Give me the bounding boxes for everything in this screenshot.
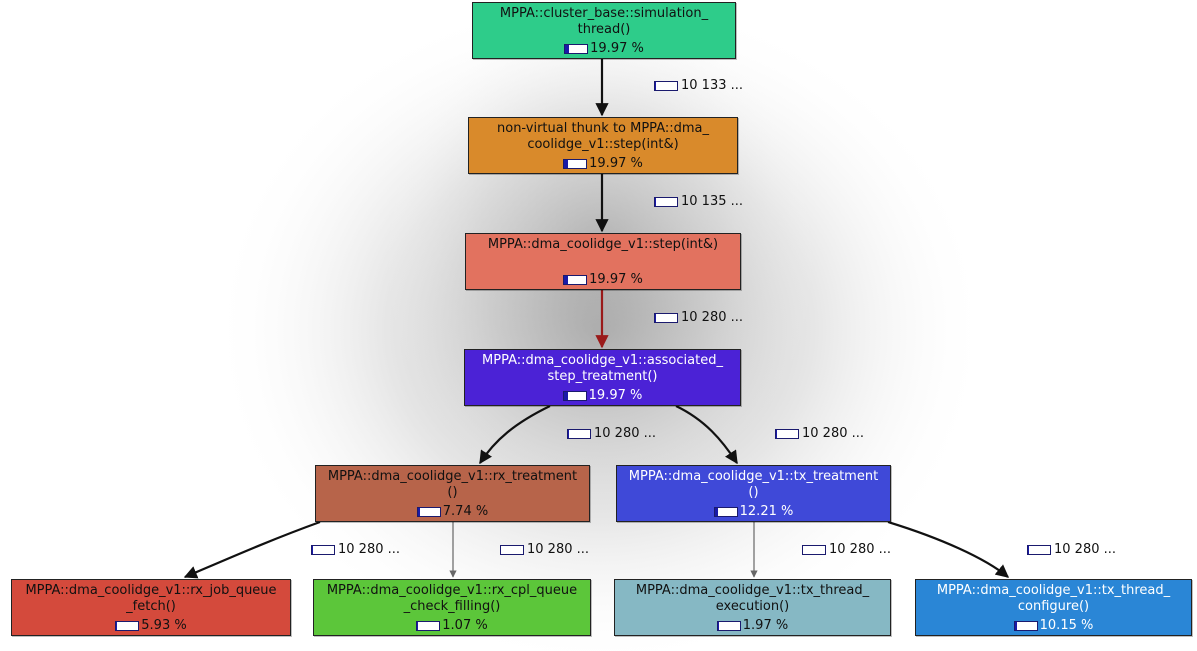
cost-bar-fill bbox=[717, 621, 719, 630]
cost-bar bbox=[416, 620, 441, 631]
cost-percentage: 19.97 % bbox=[588, 388, 643, 403]
cost-bar bbox=[713, 506, 738, 517]
cost-percentage: 19.97 % bbox=[590, 41, 644, 56]
cost-percentage: 19.97 % bbox=[589, 272, 643, 287]
cost-row: 5.93 % bbox=[12, 618, 290, 633]
cost-percentage: 7.74 % bbox=[442, 504, 489, 519]
call-count-bar-fill bbox=[655, 81, 656, 90]
cost-bar bbox=[716, 620, 741, 631]
call-count-label: 10 280 ... bbox=[500, 542, 589, 557]
call-count-bar-fill bbox=[568, 429, 569, 438]
call-count-label: 10 280 ... bbox=[1027, 542, 1116, 557]
call-count-label: 10 280 ... bbox=[654, 310, 743, 325]
function-name: MPPA::dma_coolidge_v1::tx_treatment () bbox=[628, 469, 879, 500]
function-name: MPPA::dma_coolidge_v1::tx_thread_ execut… bbox=[635, 583, 870, 614]
cost-percentage: 19.97 % bbox=[589, 156, 643, 171]
call-count-text: 10 280 ... bbox=[1054, 542, 1117, 557]
call-count-bar-fill bbox=[655, 197, 656, 206]
call-count-bar-fill bbox=[776, 429, 777, 438]
call-count-text: 10 280 ... bbox=[594, 426, 657, 441]
call-count-bar-fill bbox=[655, 313, 656, 322]
call-count-bar bbox=[1027, 544, 1051, 555]
call-edge-assoc-to-rx-treat[interactable] bbox=[479, 405, 551, 465]
call-count-text: 10 135 ... bbox=[681, 194, 744, 209]
call-count-bar bbox=[654, 196, 678, 207]
function-name: MPPA::dma_coolidge_v1::step(int&) bbox=[487, 237, 719, 252]
cost-bar-fill bbox=[565, 44, 570, 53]
cost-bar-fill bbox=[116, 621, 118, 630]
cost-bar bbox=[562, 390, 587, 401]
call-count-label: 10 280 ... bbox=[567, 426, 656, 441]
cost-row: 19.97 % bbox=[466, 272, 740, 287]
call-count-label: 10 280 ... bbox=[311, 542, 400, 557]
cost-bar bbox=[115, 620, 140, 631]
cost-bar-fill bbox=[1014, 621, 1017, 630]
function-node-thunk-step[interactable]: non-virtual thunk to MPPA::dma_ coolidge… bbox=[468, 117, 738, 174]
cost-row: 12.21 % bbox=[617, 504, 890, 519]
call-edge-assoc-to-tx-treat[interactable] bbox=[675, 405, 738, 465]
function-node-tx-exec[interactable]: MPPA::dma_coolidge_v1::tx_thread_ execut… bbox=[614, 579, 891, 636]
cost-bar bbox=[564, 43, 589, 54]
call-count-text: 10 280 ... bbox=[681, 310, 744, 325]
cost-bar bbox=[563, 158, 588, 169]
call-count-bar bbox=[654, 80, 678, 91]
cost-bar-fill bbox=[563, 391, 568, 400]
function-node-tx-conf[interactable]: MPPA::dma_coolidge_v1::tx_thread_ config… bbox=[915, 579, 1192, 636]
cost-bar bbox=[416, 506, 441, 517]
cost-percentage: 12.21 % bbox=[739, 504, 794, 519]
call-count-text: 10 280 ... bbox=[527, 542, 590, 557]
function-name: MPPA::cluster_base::simulation_ thread() bbox=[499, 6, 709, 37]
cost-bar-fill bbox=[714, 507, 718, 516]
cost-row: 19.97 % bbox=[465, 388, 740, 403]
cost-bar bbox=[563, 274, 588, 285]
call-count-bar bbox=[567, 428, 591, 439]
call-edge-tx-treat-to-tx-conf[interactable] bbox=[887, 520, 1010, 578]
call-count-bar bbox=[802, 544, 826, 555]
call-count-bar-fill bbox=[1028, 545, 1029, 554]
cost-percentage: 5.93 % bbox=[141, 618, 187, 633]
call-count-label: 10 280 ... bbox=[802, 542, 891, 557]
function-node-rx-treat[interactable]: MPPA::dma_coolidge_v1::rx_treatment ()7.… bbox=[315, 465, 590, 522]
call-count-text: 10 280 ... bbox=[829, 542, 892, 557]
cost-bar bbox=[1013, 620, 1038, 631]
call-edge-rx-treat-to-rx-job[interactable] bbox=[183, 520, 321, 579]
call-count-bar bbox=[775, 428, 799, 439]
call-count-bar bbox=[654, 312, 678, 323]
cost-bar-fill bbox=[564, 159, 569, 168]
function-node-rx-job[interactable]: MPPA::dma_coolidge_v1::rx_job_queue _fet… bbox=[11, 579, 291, 636]
call-count-text: 10 133 ... bbox=[681, 78, 744, 93]
cost-percentage: 10.15 % bbox=[1039, 618, 1094, 633]
function-node-assoc[interactable]: MPPA::dma_coolidge_v1::associated_ step_… bbox=[464, 349, 741, 406]
function-name: MPPA::dma_coolidge_v1::rx_job_queue _fet… bbox=[25, 583, 277, 614]
cost-bar-fill bbox=[417, 507, 420, 516]
cost-percentage: 1.07 % bbox=[442, 618, 488, 633]
cost-row: 10.15 % bbox=[916, 618, 1191, 633]
call-count-bar bbox=[311, 544, 335, 555]
cost-row: 19.97 % bbox=[473, 41, 735, 56]
cost-row: 1.97 % bbox=[615, 618, 890, 633]
call-count-bar bbox=[500, 544, 524, 555]
function-node-step[interactable]: MPPA::dma_coolidge_v1::step(int&)19.97 % bbox=[465, 233, 741, 290]
cost-bar-fill bbox=[417, 621, 419, 630]
call-count-label: 10 133 ... bbox=[654, 78, 743, 93]
function-name: non-virtual thunk to MPPA::dma_ coolidge… bbox=[497, 121, 709, 152]
function-node-sim-thread[interactable]: MPPA::cluster_base::simulation_ thread()… bbox=[472, 2, 736, 59]
cost-row: 7.74 % bbox=[316, 504, 589, 519]
function-name: MPPA::dma_coolidge_v1::associated_ step_… bbox=[482, 353, 723, 384]
function-node-rx-cpl[interactable]: MPPA::dma_coolidge_v1::rx_cpl_queue _che… bbox=[313, 579, 591, 636]
call-count-label: 10 280 ... bbox=[775, 426, 864, 441]
function-name: MPPA::dma_coolidge_v1::rx_cpl_queue _che… bbox=[326, 583, 578, 614]
cost-percentage: 1.97 % bbox=[742, 618, 789, 633]
call-count-text: 10 280 ... bbox=[802, 426, 865, 441]
cost-row: 1.07 % bbox=[314, 618, 590, 633]
call-count-label: 10 135 ... bbox=[654, 194, 743, 209]
call-count-bar-fill bbox=[312, 545, 313, 554]
function-node-tx-treat[interactable]: MPPA::dma_coolidge_v1::tx_treatment ()12… bbox=[616, 465, 891, 522]
cost-row: 19.97 % bbox=[469, 156, 737, 171]
function-name: MPPA::dma_coolidge_v1::tx_thread_ config… bbox=[936, 583, 1171, 614]
function-name: MPPA::dma_coolidge_v1::rx_treatment () bbox=[327, 469, 578, 500]
call-count-text: 10 280 ... bbox=[338, 542, 401, 557]
cost-bar-fill bbox=[564, 275, 569, 284]
